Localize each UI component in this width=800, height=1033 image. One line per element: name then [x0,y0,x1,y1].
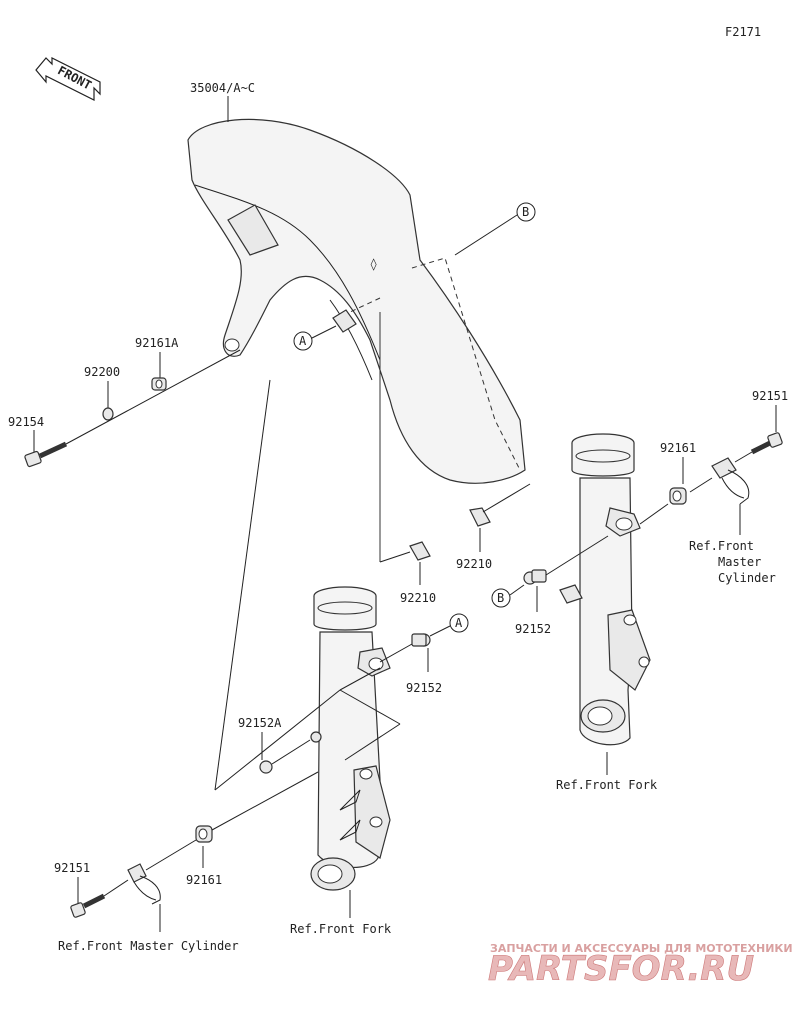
label-92161A: 92161A [135,336,179,350]
label-master-cylinder-right-3: Cylinder [718,571,776,585]
bolt-92151-left [70,893,106,918]
callout-b-fender [516,202,536,222]
label-front-fork-left: Ref.Front Fork [290,922,392,936]
label-92152A: 92152A [238,716,282,730]
label-master-cylinder-right-2: Master [718,555,761,569]
watermark-tagline: ЗАПЧАСТИ И АКСЕССУАРЫ ДЛЯ МОТОТЕХНИКИ [490,942,793,955]
label-92151-left: 92151 [54,861,90,875]
label-92161-left: 92161 [186,873,222,887]
label-92151-right: 92151 [752,389,788,403]
front-arrow-icon: FRONT [35,57,101,101]
bolt-92151-right [750,432,783,455]
clamp-left [127,863,161,905]
label-92210-left: 92210 [400,591,436,605]
callout-a-fender [293,331,313,351]
label-master-cylinder-right-1: Ref.Front [689,539,754,553]
label-92152-right: 92152 [515,622,551,636]
front-fork-left [310,586,391,891]
label-92154: 92154 [8,415,44,429]
bolt-92152-left [411,633,431,647]
label-master-cylinder-left: Ref.Front Master Cylinder [58,939,239,953]
callout-a-bolt [449,613,469,633]
front-fender: ◊ [187,118,526,484]
callout-a-fender-label: A [299,334,307,348]
collar-92161-right [669,487,687,505]
callout-b-bolt-label: B [497,591,504,605]
callout-a-bolt-label: A [455,616,463,630]
callout-b-fender-label: B [522,205,529,219]
label-front-fork-right: Ref.Front Fork [556,778,658,792]
label-92200: 92200 [84,365,120,379]
collar-92161-left [195,825,213,843]
washer-92200 [102,407,114,421]
label-92210-right: 92210 [456,557,492,571]
watermark-brand: PARTSFOR.RU [488,949,754,989]
svg-text:◊: ◊ [370,257,377,271]
nut-92210-right [469,507,491,527]
bolt-92154 [24,441,68,468]
collar-92161A [151,377,167,391]
diagram-code: F2171 [725,25,761,39]
front-fork-right [559,433,651,746]
label-92152-left: 92152 [406,681,442,695]
bolt-92152A [259,731,322,774]
nut-92210-left [409,541,431,561]
label-92161-right: 92161 [660,441,696,455]
label-fender: 35004/A~C [190,81,255,95]
clamp-right [711,457,750,505]
callout-b-bolt [491,588,511,608]
bolt-92152-right [523,569,547,585]
